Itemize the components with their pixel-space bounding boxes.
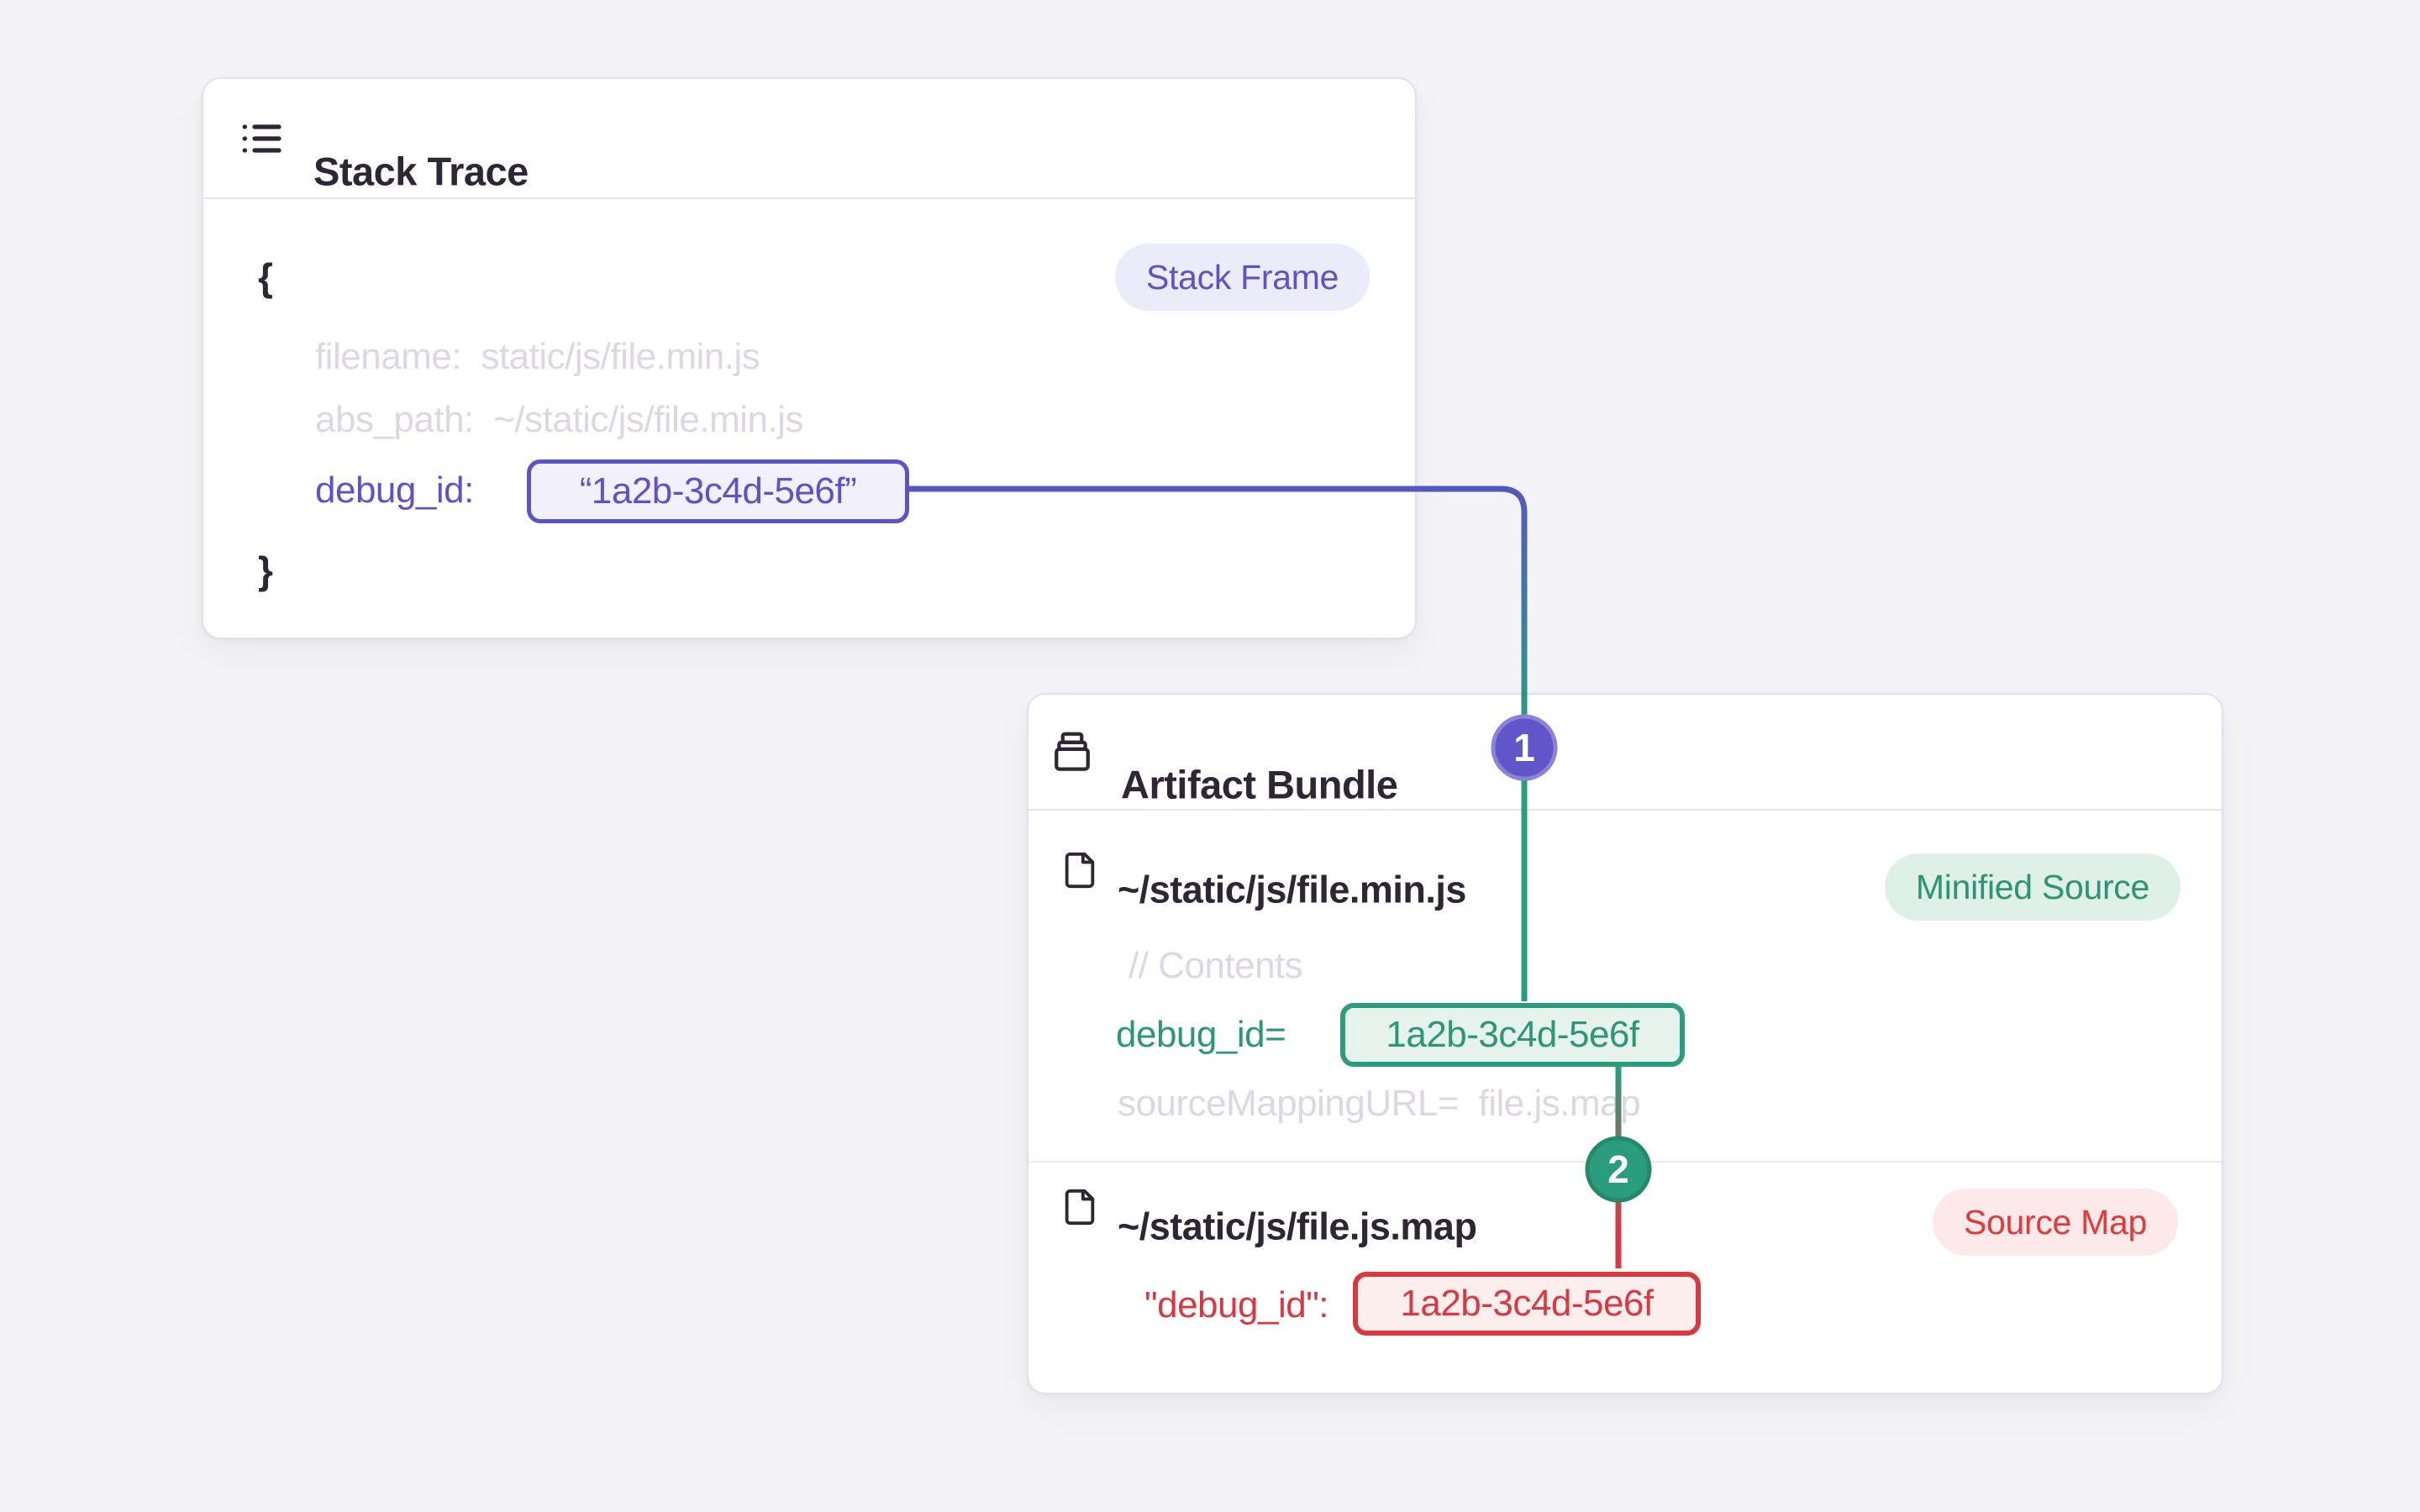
stack-trace-title: Stack Trace	[313, 149, 529, 193]
stack-trace-header: Stack Trace	[203, 79, 1415, 199]
row-divider	[1028, 1161, 2222, 1163]
json-open-brace: {	[258, 255, 273, 299]
file-icon	[1060, 851, 1099, 890]
minified-debug-id-value-box: 1a2b-3c4d-5e6f	[1340, 1003, 1685, 1067]
minified-debug-id-label: debug_id=	[1116, 1014, 1286, 1055]
minified-file-path: ~/static/js/file.min.js	[1118, 868, 1466, 911]
debug-id-value-box: “1a2b-3c4d-5e6f”	[527, 459, 909, 523]
source-map-badge: Source Map	[1932, 1189, 2178, 1256]
archive-box-icon	[1051, 731, 1093, 773]
artifact-bundle-card: Artifact Bundle ~/static/js/file.min.js …	[1027, 693, 2223, 1394]
file-icon	[1060, 1188, 1099, 1226]
artifact-bundle-header: Artifact Bundle	[1028, 695, 2222, 811]
artifact-bundle-title: Artifact Bundle	[1121, 762, 1398, 807]
json-close-brace: }	[258, 549, 273, 592]
source-mapping-url-line: sourceMappingURL= file.js.map	[1118, 1083, 1641, 1124]
list-icon	[240, 118, 284, 159]
stack-frame-badge: Stack Frame	[1115, 244, 1370, 311]
contents-comment: // Contents	[1128, 945, 1303, 986]
stack-trace-card: Stack Trace { Stack Frame filename: stat…	[202, 77, 1417, 639]
abs-path-line: abs_path: ~/static/js/file.min.js	[315, 399, 803, 440]
sourcemap-debug-id-label: "debug_id":	[1144, 1284, 1329, 1326]
filename-line: filename: static/js/file.min.js	[315, 336, 760, 377]
minified-source-badge: Minified Source	[1884, 853, 2181, 921]
sourcemap-file-path: ~/static/js/file.js.map	[1118, 1205, 1477, 1248]
sourcemap-debug-id-value-box: 1a2b-3c4d-5e6f	[1353, 1272, 1701, 1336]
debug-id-label: debug_id:	[315, 470, 474, 511]
